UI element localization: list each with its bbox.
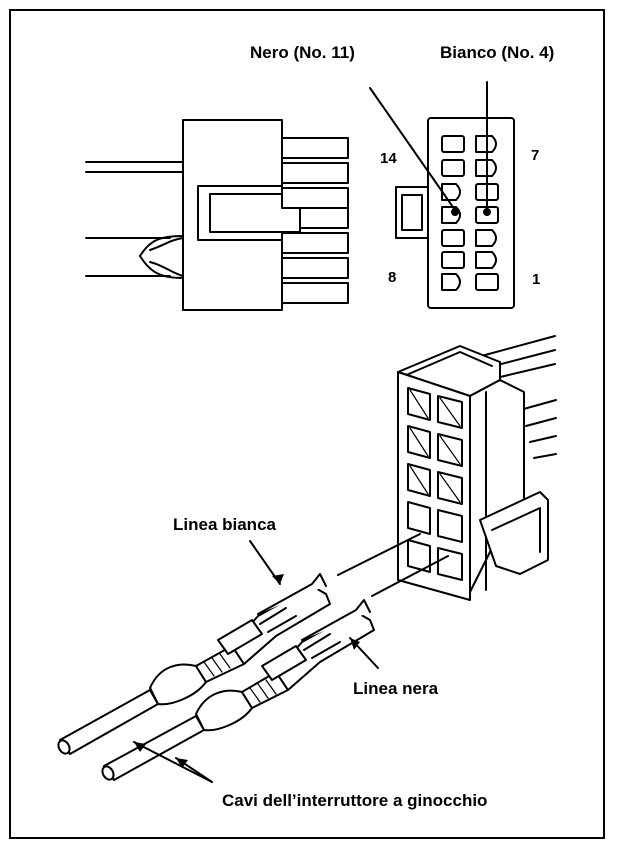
label-pin-1: 1 [532, 271, 541, 288]
label-pin-14: 14 [380, 150, 397, 167]
label-pin-8: 8 [388, 269, 397, 286]
connector-perspective [397, 335, 557, 601]
label-pin-7: 7 [531, 147, 540, 164]
leader-nero [369, 87, 456, 211]
leader-cavi-1 [133, 741, 213, 783]
perspective-cavities [407, 387, 463, 581]
connector-pins [281, 137, 349, 304]
label-nero-no-11: Nero (No. 11) [250, 43, 355, 62]
connector-face-view [369, 81, 515, 309]
knee-switch-cables [57, 573, 375, 781]
pin-11-marker [451, 208, 459, 216]
pin-4-marker [483, 208, 491, 216]
label-linea-bianca: Linea bianca [173, 515, 276, 534]
insertion-line-black [371, 555, 449, 597]
label-bianco-no-4: Bianco (No. 4) [440, 43, 555, 62]
insertion-line-white [337, 533, 421, 576]
label-cavi-interruttore: Cavi dell’interruttore a ginocchio [222, 791, 488, 810]
connector-side-view [85, 119, 349, 311]
label-linea-nera: Linea nera [353, 679, 439, 698]
